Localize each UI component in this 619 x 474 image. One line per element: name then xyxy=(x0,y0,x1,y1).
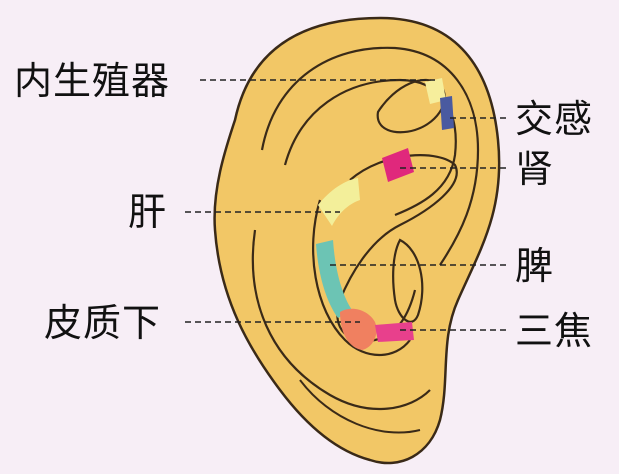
label-sympathetic: 交感 xyxy=(515,100,593,138)
ear-outline xyxy=(215,18,500,463)
zone-sympathetic xyxy=(440,96,454,130)
label-reproductive: 内生殖器 xyxy=(14,62,170,100)
label-liver: 肝 xyxy=(128,193,167,231)
label-spleen: 脾 xyxy=(515,247,554,285)
label-kidney: 肾 xyxy=(515,150,554,188)
label-subcortex: 皮质下 xyxy=(44,304,161,342)
zone-sanjiao xyxy=(375,322,414,342)
label-sanjiao: 三焦 xyxy=(515,312,593,350)
